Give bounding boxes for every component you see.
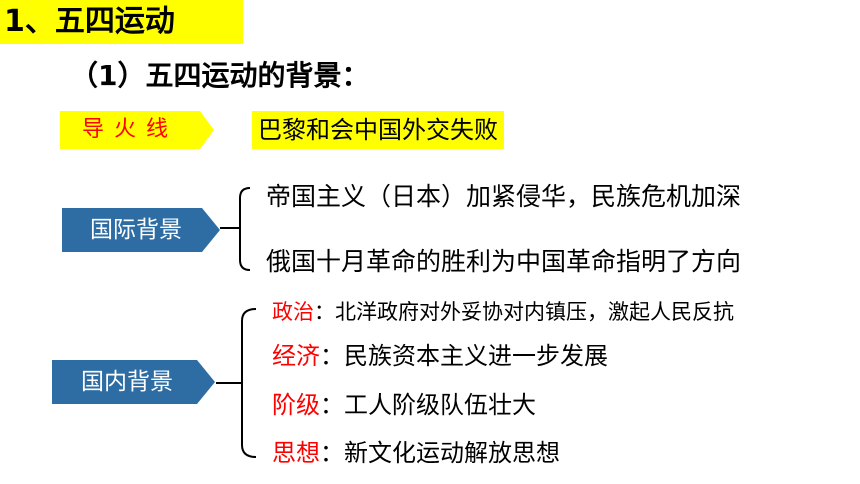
item-key: 经济 bbox=[272, 342, 320, 370]
fuse-label: 导火线 bbox=[81, 117, 178, 142]
domestic-tag-shape bbox=[52, 360, 215, 404]
item-text: 新文化运动解放思想 bbox=[344, 439, 560, 467]
item-sep: ： bbox=[320, 391, 344, 419]
item-sep: ： bbox=[314, 300, 335, 324]
domestic-item-economy: 经济：民族资本主义进一步发展 bbox=[272, 340, 608, 372]
international-tag: 国际背景 bbox=[62, 208, 222, 252]
domestic-item-class: 阶级：工人阶级队伍壮大 bbox=[272, 389, 536, 421]
fuse-arrow-shape bbox=[60, 111, 214, 149]
international-bracket bbox=[220, 187, 251, 271]
subtitle: （1）五四运动的背景： bbox=[70, 59, 370, 92]
item-text: 北洋政府对外妥协对内镇压，激起人民反抗 bbox=[335, 300, 734, 324]
domestic-tag: 国内背景 bbox=[52, 360, 217, 404]
domestic-item-thought: 思想：新文化运动解放思想 bbox=[272, 437, 560, 469]
item-text: 工人阶级队伍壮大 bbox=[344, 391, 536, 419]
item-key: 阶级 bbox=[272, 391, 320, 419]
item-text: 民族资本主义进一步发展 bbox=[344, 342, 608, 370]
fuse-value: 巴黎和会中国外交失败 bbox=[252, 111, 504, 149]
international-tag-shape bbox=[62, 208, 220, 252]
domestic-tag-label: 国内背景 bbox=[81, 369, 173, 395]
international-tag-label: 国际背景 bbox=[90, 217, 182, 243]
item-key: 政治 bbox=[272, 300, 314, 324]
domestic-bracket bbox=[216, 308, 257, 458]
fuse-tag: 导火线 bbox=[60, 111, 218, 149]
international-item-2: 俄国十月革命的胜利为中国革命指明了方向 bbox=[266, 247, 742, 276]
section-title: 1、五四运动 bbox=[0, 0, 243, 44]
item-key: 思想 bbox=[272, 439, 320, 467]
item-sep: ： bbox=[320, 439, 344, 467]
international-item-1: 帝国主义（日本）加紧侵华，民族危机加深 bbox=[266, 182, 742, 211]
domestic-item-politics: 政治：北洋政府对外妥协对内镇压，激起人民反抗 bbox=[272, 296, 734, 328]
item-sep: ： bbox=[320, 342, 344, 370]
